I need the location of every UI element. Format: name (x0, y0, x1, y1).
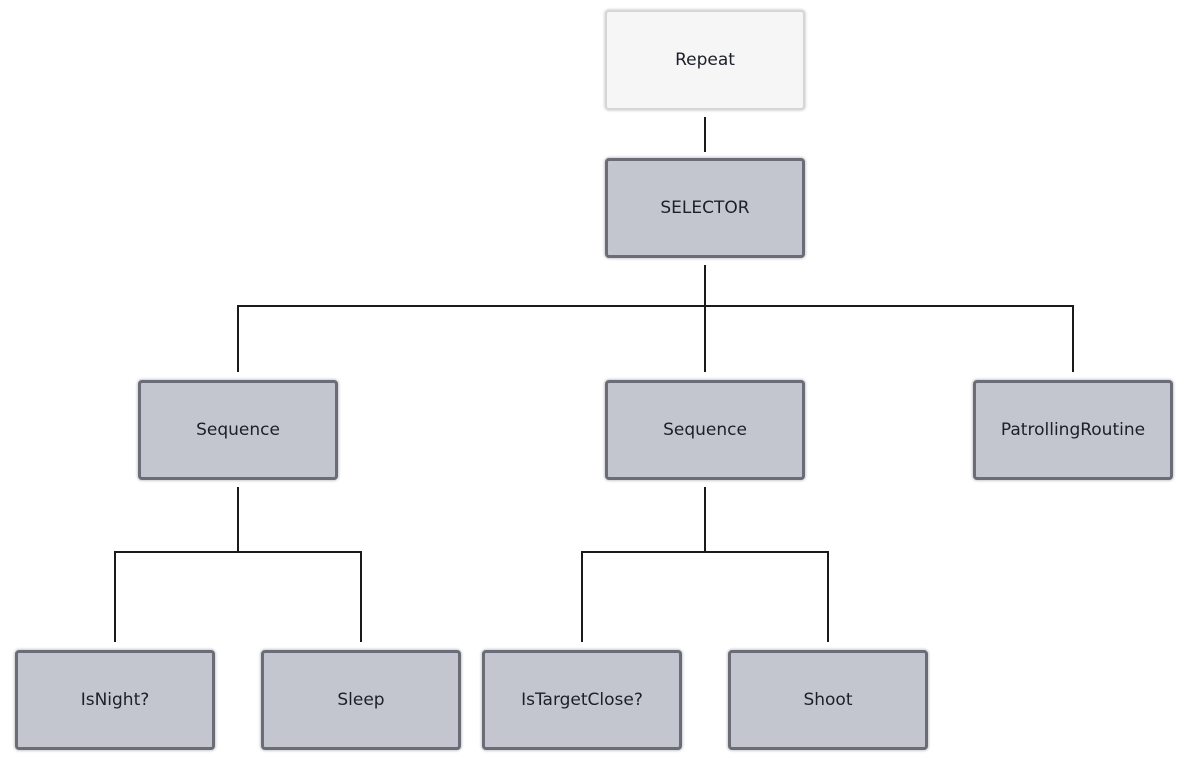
sleep-node[interactable]: Sleep (261, 650, 461, 750)
repeat-node[interactable]: Repeat (605, 10, 805, 110)
edge-sequence-left-isnight (114, 487, 239, 642)
selector-node-label: SELECTOR (660, 198, 750, 218)
repeat-node-label: Repeat (675, 50, 735, 70)
sequence-node-middle[interactable]: Sequence (605, 380, 805, 480)
sequence-node-left[interactable]: Sequence (138, 380, 338, 480)
patrolling-routine-node[interactable]: PatrollingRoutine (973, 380, 1173, 480)
sequence-node-left-label: Sequence (196, 420, 280, 440)
patrolling-routine-node-label: PatrollingRoutine (1000, 420, 1146, 440)
edge-sequence-left-sleep (238, 551, 362, 642)
is-night-node-label: IsNight? (80, 690, 150, 710)
edge-selector-sequence-left (237, 265, 706, 372)
is-target-close-node[interactable]: IsTargetClose? (482, 650, 682, 750)
is-target-close-node-label: IsTargetClose? (521, 690, 643, 710)
shoot-node[interactable]: Shoot (728, 650, 928, 750)
selector-node[interactable]: SELECTOR (605, 158, 805, 258)
edge-selector-patrolling-routine (705, 305, 1074, 372)
sequence-node-middle-label: Sequence (663, 420, 747, 440)
edge-sequence-middle-istargetclose (581, 487, 706, 642)
is-night-node[interactable]: IsNight? (15, 650, 215, 750)
edge-sequence-middle-shoot (705, 551, 829, 642)
sleep-node-label: Sleep (337, 690, 385, 710)
shoot-node-label: Shoot (803, 690, 853, 710)
